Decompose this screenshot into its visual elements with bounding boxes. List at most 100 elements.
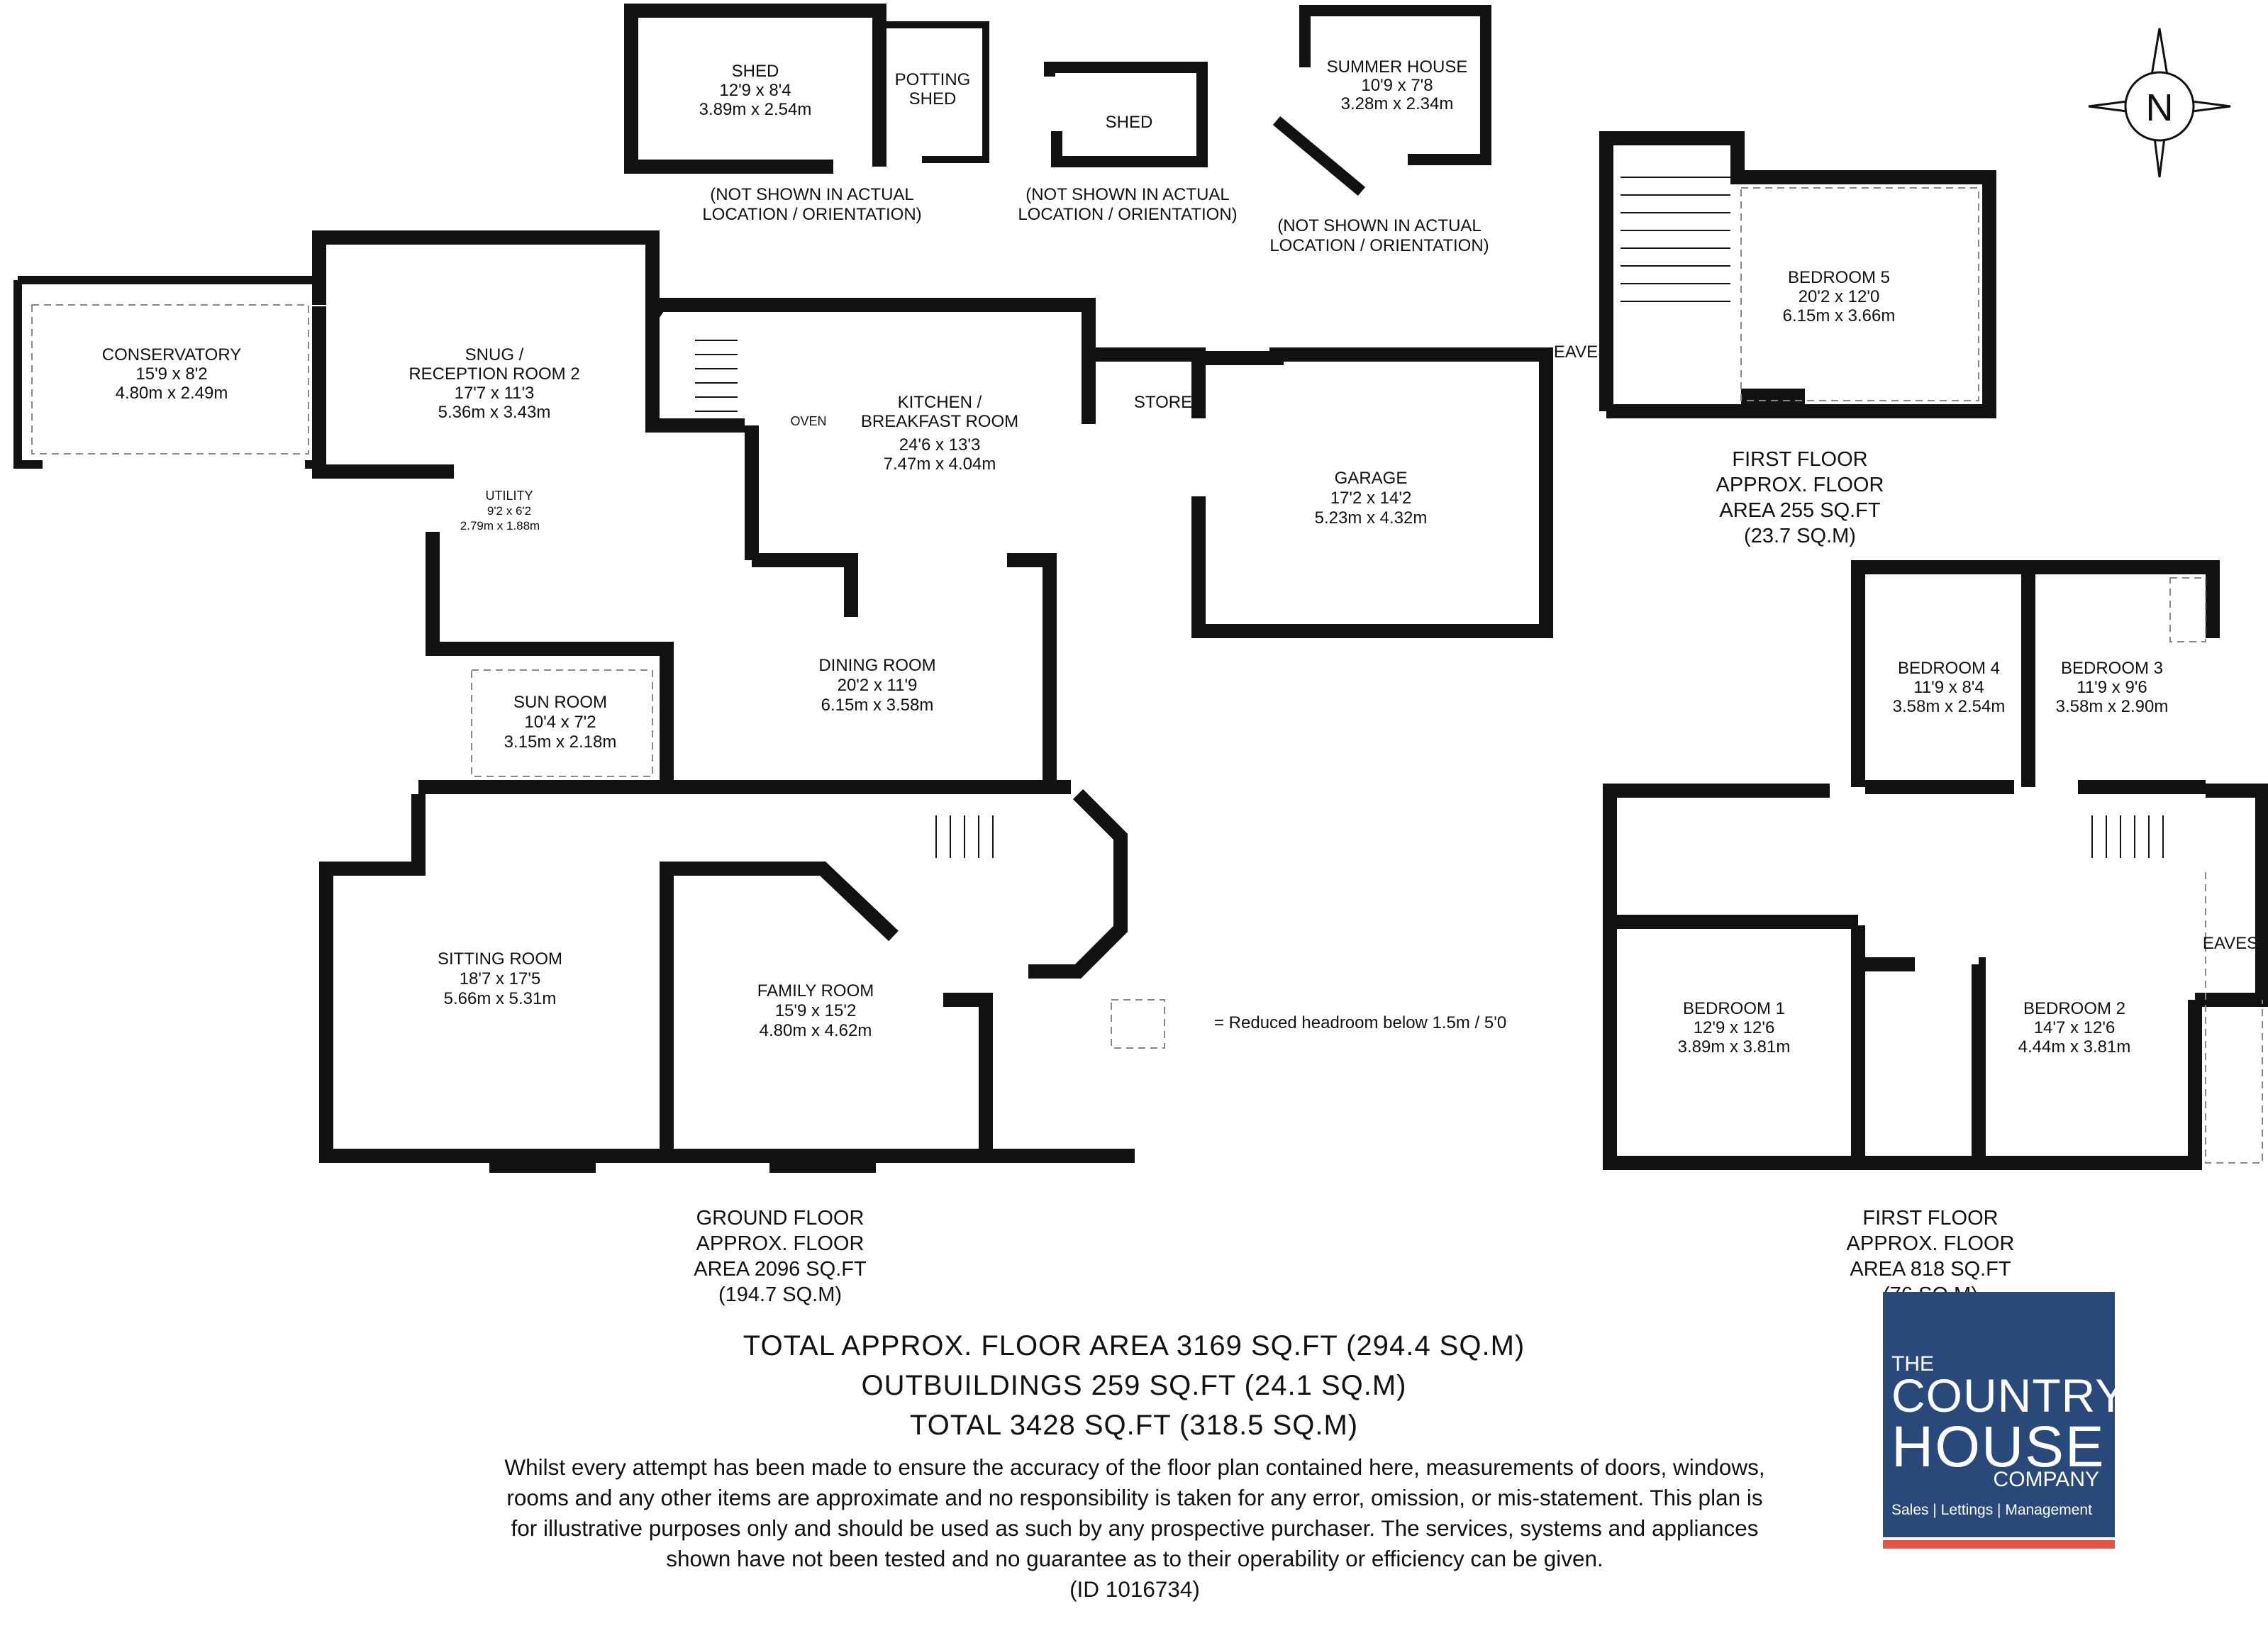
family-room-outline — [660, 862, 993, 1156]
conservatory-dashed — [31, 304, 309, 455]
summer-house-note-2: LOCATION / ORIENTATION) — [1269, 236, 1489, 255]
bedroom2-name: BEDROOM 2 — [2023, 999, 2125, 1018]
bedroom4-imperial: 11'9 x 8'4 — [1913, 678, 1984, 697]
sun-room-imperial: 10'4 x 7'2 — [524, 713, 596, 732]
potting-shed-walls — [879, 21, 989, 163]
logo-company: COMPANY — [1993, 1468, 2099, 1491]
north-wall — [312, 230, 1096, 424]
summer-house-metric: 3.28m x 2.34m — [1341, 94, 1454, 113]
stairs — [695, 177, 2164, 858]
bedroom3-dashed — [2169, 577, 2206, 642]
ffu-area-4: (23.7 SQ.M) — [1744, 525, 1856, 547]
shed2-note-2: LOCATION / ORIENTATION) — [1018, 205, 1237, 224]
kitchen-line1: KITCHEN / — [898, 393, 982, 412]
potting-shed-line2: SHED — [909, 89, 957, 108]
ffu-area-2: APPROX. FLOOR — [1716, 474, 1884, 496]
summer-house-name: SUMMER HOUSE — [1327, 57, 1468, 77]
utility-wall — [426, 532, 511, 656]
ff-window-mark — [1660, 1157, 1681, 1170]
walls — [13, 4, 2268, 1173]
disclaimer-id: (ID 1016734) — [1069, 1576, 1200, 1602]
shed-metric: 3.89m x 2.54m — [699, 100, 812, 119]
gf-area-2: APPROX. FLOOR — [696, 1232, 865, 1255]
shed-imperial: 12'9 x 8'4 — [719, 81, 791, 100]
utility-imperial: 9'2 x 6'2 — [487, 504, 531, 518]
summer-house-note-1: (NOT SHOWN IN ACTUAL — [1277, 216, 1482, 235]
family-metric: 4.80m x 4.62m — [760, 1021, 872, 1040]
ff-area-1: FIRST FLOOR — [1862, 1207, 1998, 1230]
garage-walls — [1089, 347, 1553, 638]
gf-area-1: GROUND FLOOR — [696, 1207, 865, 1230]
bedroom2-eaves-dashed — [2205, 872, 2263, 1164]
bedroom5-metric: 6.15m x 3.66m — [1783, 306, 1896, 325]
totals-line-2: OUTBUILDINGS 259 SQ.FT (24.1 SQ.M) — [861, 1370, 1407, 1401]
snug-imperial: 17'7 x 11'3 — [455, 384, 535, 403]
ground-stairs — [695, 340, 738, 412]
bedroom5-dashed — [1740, 187, 1979, 401]
kitchen-line2: BREAKFAST ROOM — [861, 412, 1018, 431]
ff-area-3: AREA 818 SQ.FT — [1850, 1258, 2011, 1281]
logo-the: THE — [1891, 1352, 1934, 1376]
bedroom1-metric: 3.89m x 3.81m — [1678, 1037, 1791, 1057]
ff-area-2: APPROX. FLOOR — [1847, 1232, 2015, 1255]
shed-walls — [624, 4, 886, 174]
gf-area-3: AREA 2096 SQ.FT — [694, 1258, 867, 1281]
bedroom3-metric: 3.58m x 2.90m — [2056, 697, 2169, 716]
summer-house-walls — [1272, 5, 1491, 196]
family-name: FAMILY ROOM — [757, 981, 874, 1001]
snug-metric: 5.36m x 3.43m — [438, 403, 551, 422]
bed34-walls — [1865, 567, 2206, 794]
room-labels: SHED 12'9 x 8'4 3.89m x 2.54m POTTING SH… — [102, 57, 2258, 1306]
ff-outer-walls — [1603, 784, 2268, 1170]
bedroom1-name: BEDROOM 1 — [1683, 999, 1785, 1018]
conservatory-walls — [13, 276, 319, 469]
garage-imperial: 17'2 x 14'2 — [1330, 489, 1412, 508]
totals-line-3: TOTAL 3428 SQ.FT (318.5 SQ.M) — [909, 1410, 1359, 1441]
hall-wall — [645, 316, 745, 433]
disclaimer: Whilst every attempt has been made to en… — [496, 1452, 1773, 1605]
shed2-note-1: (NOT SHOWN IN ACTUAL — [1025, 185, 1230, 204]
kitchen-metric: 7.47m x 4.04m — [884, 455, 996, 474]
bedroom5-name: BEDROOM 5 — [1788, 268, 1890, 287]
bay-hall — [1028, 788, 1128, 979]
shed2-walls — [1044, 62, 1208, 167]
shed-note-1: (NOT SHOWN IN ACTUAL — [710, 185, 914, 204]
sitting-room-outline — [319, 794, 1135, 1163]
disclaimer-text: Whilst every attempt has been made to en… — [504, 1454, 1765, 1571]
bedroom5-stairs — [1621, 177, 1730, 302]
ffu-area-1: FIRST FLOOR — [1732, 448, 1867, 471]
dining-name: DINING ROOM — [818, 656, 935, 675]
compass-circle — [2124, 71, 2195, 142]
bedroom5-imperial: 20'2 x 12'0 — [1799, 287, 1880, 306]
hall-stairs — [935, 815, 994, 858]
logo-red-stripe — [1883, 1540, 2115, 1549]
logo-strapline: Sales | Lettings | Management — [1891, 1502, 2092, 1518]
totals-block: TOTAL APPROX. FLOOR AREA 3169 SQ.FT (294… — [0, 1326, 2268, 1445]
snug-line2: RECEPTION ROOM 2 — [408, 364, 579, 384]
dining-imperial: 20'2 x 11'9 — [838, 676, 918, 695]
ffu-area-3: AREA 255 SQ.FT — [1719, 499, 1881, 522]
chimney-2 — [769, 1157, 876, 1173]
utility-metric: 2.79m x 1.88m — [460, 519, 540, 533]
store-label: STORE — [1134, 393, 1192, 412]
shed-name: SHED — [732, 62, 779, 81]
bedroom1-walls — [1617, 915, 1915, 1163]
logo-country: COUNTRY — [1891, 1369, 2128, 1422]
bedroom2-metric: 4.44m x 3.81m — [2018, 1037, 2131, 1057]
potting-shed-line1: POTTING — [895, 70, 971, 89]
bedroom2-west-wall — [1972, 957, 1986, 1163]
utility-name: UTILITY — [485, 489, 533, 503]
kitchen-west-wall — [745, 425, 858, 617]
garage-name: GARAGE — [1335, 469, 1408, 488]
family-imperial: 15'9 x 15'2 — [775, 1001, 857, 1020]
dining-metric: 6.15m x 3.58m — [821, 696, 934, 715]
gf-area-4: (194.7 SQ.M) — [718, 1283, 842, 1306]
bedroom5-walls — [1599, 131, 1996, 418]
conservatory-name: CONSERVATORY — [102, 345, 242, 364]
bedroom4-name: BEDROOM 4 — [1898, 659, 2000, 678]
reduced-headroom-areas — [31, 187, 2263, 1164]
snug-line1: SNUG / — [465, 345, 524, 364]
sitting-name: SITTING ROOM — [438, 949, 562, 969]
legend-swatch — [1111, 999, 1165, 1049]
eaves-upper: EAVES — [1554, 342, 1609, 362]
